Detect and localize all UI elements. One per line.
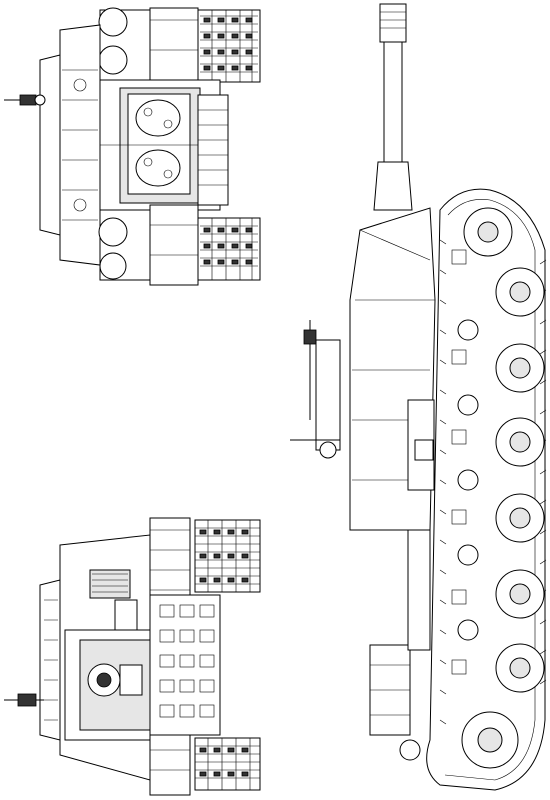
side-road-wheels xyxy=(451,207,545,769)
top-machine-gun xyxy=(4,94,46,106)
bottom-suspension-block xyxy=(149,594,221,736)
bottom-track-lower xyxy=(149,734,261,796)
top-wheel-pair-upper xyxy=(98,7,199,93)
side-rear-box xyxy=(369,529,431,761)
bottom-hull-front xyxy=(39,534,156,781)
side-superstructure xyxy=(349,207,436,531)
track-links-upper xyxy=(197,9,261,83)
side-machine-gun xyxy=(290,320,341,459)
rear-view-top xyxy=(4,7,261,286)
side-track xyxy=(426,188,547,791)
top-hull-body xyxy=(39,24,221,266)
side-gun-barrel xyxy=(373,3,413,211)
rear-view-bottom xyxy=(4,517,261,796)
bottom-machine-gun xyxy=(4,693,44,707)
track-links-lower xyxy=(197,217,261,281)
side-view xyxy=(290,3,547,791)
bottom-track-upper xyxy=(149,517,261,599)
top-wheel-pair-lower xyxy=(98,204,199,286)
top-mid-track-block xyxy=(197,94,229,206)
